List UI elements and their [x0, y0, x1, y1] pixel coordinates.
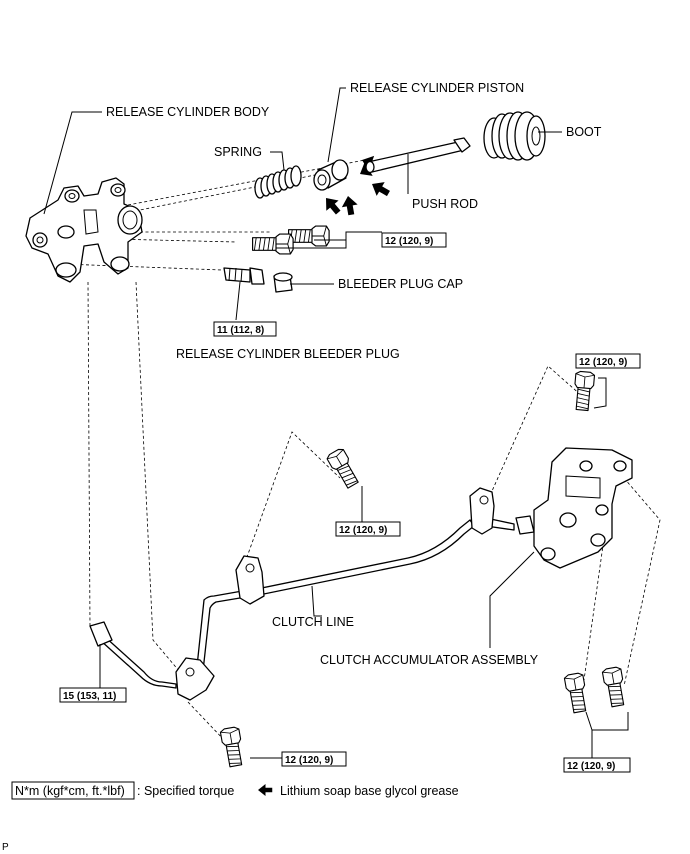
part-labels: RELEASE CYLINDER PISTON RELEASE CYLINDER… [106, 81, 602, 667]
torque-accumulator-bottom-bolts: 12 (120, 9) [567, 761, 615, 772]
label-clutch-accumulator-assembly: CLUTCH ACCUMULATOR ASSEMBLY [320, 653, 539, 667]
legend: N*m (kgf*cm, ft.*lbf) : Specified torque… [11, 781, 459, 800]
legend-grease-desc: Lithium soap base glycol grease [280, 784, 459, 798]
legend-torque-unit: N*m (kgf*cm, ft.*lbf) [15, 784, 125, 798]
torque-accumulator-top-bolt: 12 (120, 9) [579, 357, 627, 368]
bleeder-plug-cap [273, 272, 293, 293]
label-push-rod: PUSH ROD [412, 197, 478, 211]
legend-grease-arrow-icon [258, 784, 273, 796]
boot [483, 111, 546, 161]
label-spring: SPRING [214, 145, 262, 159]
label-release-cylinder-piston: RELEASE CYLINDER PISTON [350, 81, 524, 95]
label-boot: BOOT [566, 125, 602, 139]
release-cylinder-piston [313, 159, 349, 191]
clutch-line [89, 515, 535, 697]
release-cylinder-body [25, 177, 143, 283]
leader-lines [43, 87, 629, 759]
footer-code: P [2, 842, 9, 853]
clutch-accumulator-assembly [533, 447, 633, 569]
push-rod [365, 137, 471, 174]
label-clutch-line: CLUTCH LINE [272, 615, 354, 629]
torque-lower-clamp-bolt: 12 (120, 9) [285, 755, 333, 766]
label-release-cylinder-bleeder-plug: RELEASE CYLINDER BLEEDER PLUG [176, 347, 400, 361]
torque-line-clamp-bolt: 12 (120, 9) [339, 525, 387, 536]
torque-body-bolts: 12 (120, 9) [385, 236, 433, 247]
torque-bleeder-plug: 11 (112, 8) [217, 325, 264, 336]
torque-union-nut: 15 (153, 11) [63, 691, 116, 702]
label-bleeder-plug-cap: BLEEDER PLUG CAP [338, 277, 463, 291]
other-bolts [219, 370, 628, 768]
assembly-guide-lines [63, 159, 661, 743]
label-release-cylinder-body: RELEASE CYLINDER BODY [106, 105, 270, 119]
bleeder-plug [223, 267, 265, 285]
line-clamps [175, 487, 495, 701]
torque-callouts: 12 (120, 9) 11 (112, 8) 12 (120, 9) 12 (… [59, 232, 641, 773]
legend-torque-desc: : Specified torque [137, 784, 234, 798]
spring [254, 165, 302, 199]
